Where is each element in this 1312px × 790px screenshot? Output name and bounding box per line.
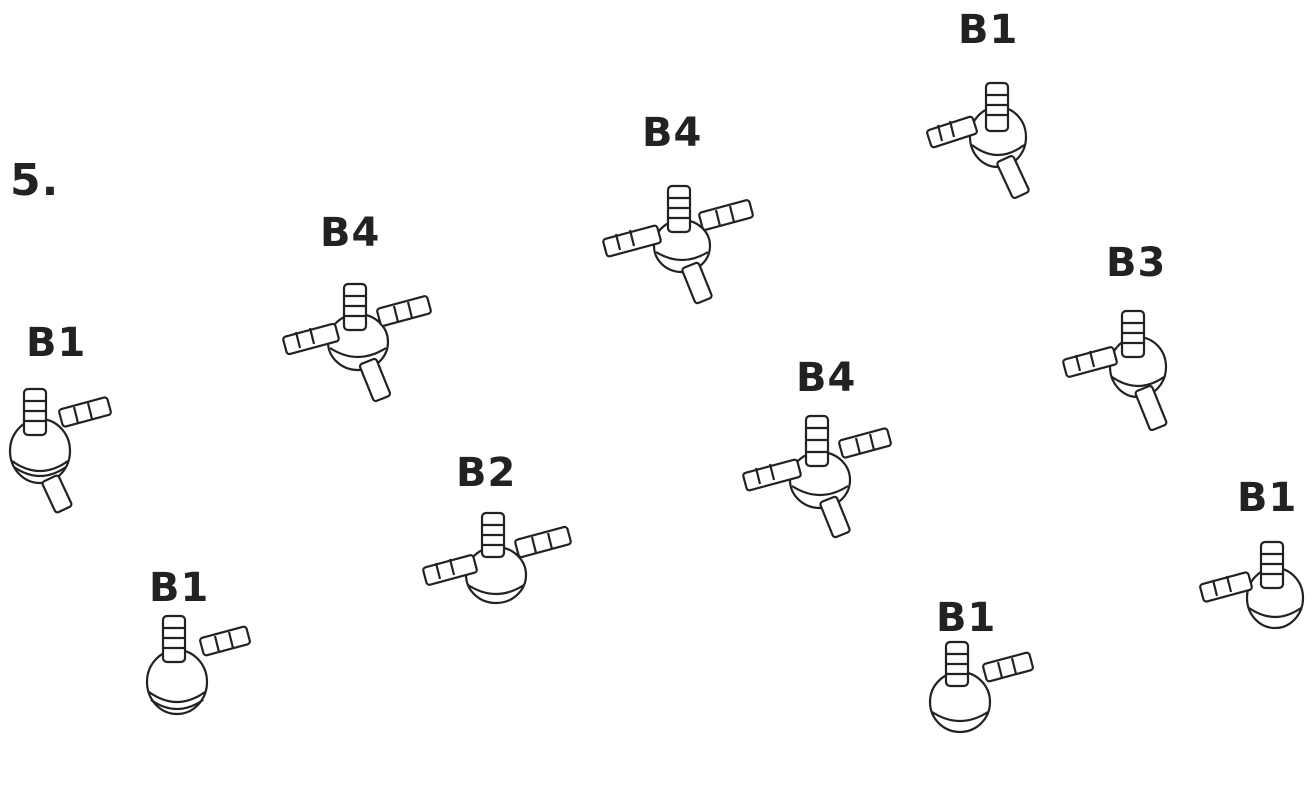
part-b4-left: B4 xyxy=(280,205,480,405)
part-b1-bottom-right: B1 xyxy=(910,590,1110,790)
connector-drawing xyxy=(125,612,265,732)
connector-tee-icon xyxy=(282,282,432,403)
connector-drawing xyxy=(910,640,1040,740)
part-b1-left: B1 xyxy=(0,315,200,515)
connector-drawing xyxy=(280,280,440,410)
connector-drawing xyxy=(420,507,580,617)
connector-ball-icon xyxy=(928,640,1034,734)
part-label: B1 xyxy=(936,595,997,641)
connector-ball-icon xyxy=(1199,540,1305,630)
connector-ball-icon xyxy=(8,387,112,514)
part-b1-bottom-left: B1 xyxy=(125,560,325,760)
connector-drawing xyxy=(1060,307,1200,437)
part-label: B2 xyxy=(456,450,517,496)
part-label: B1 xyxy=(26,320,87,366)
part-b1-top-right: B1 xyxy=(900,0,1100,200)
part-label: B4 xyxy=(320,210,381,256)
connector-tee-icon xyxy=(742,414,892,539)
part-label: B4 xyxy=(796,355,857,401)
connector-drawing xyxy=(600,180,760,310)
part-label: B1 xyxy=(958,7,1019,53)
connector-ball-icon xyxy=(145,614,251,716)
part-b3-right: B3 xyxy=(1060,235,1260,435)
connector-elbow-icon xyxy=(1062,309,1168,432)
part-b4-center: B4 xyxy=(740,350,940,550)
step-number: 5. xyxy=(10,155,60,206)
connector-straight-icon xyxy=(422,511,572,605)
part-label: B1 xyxy=(1237,475,1298,521)
part-b4-top-center: B4 xyxy=(600,105,800,305)
part-label: B3 xyxy=(1106,240,1167,286)
connector-ball-icon xyxy=(926,81,1030,200)
connector-drawing xyxy=(0,385,130,515)
connector-drawing xyxy=(1195,538,1312,648)
part-label: B4 xyxy=(642,110,703,156)
part-b2-center: B2 xyxy=(420,445,620,645)
connector-drawing xyxy=(740,412,900,542)
part-b1-far-right: B1 xyxy=(1195,470,1312,670)
part-label: B1 xyxy=(149,565,210,611)
connector-drawing xyxy=(920,75,1060,205)
connector-tee-icon xyxy=(602,184,754,305)
